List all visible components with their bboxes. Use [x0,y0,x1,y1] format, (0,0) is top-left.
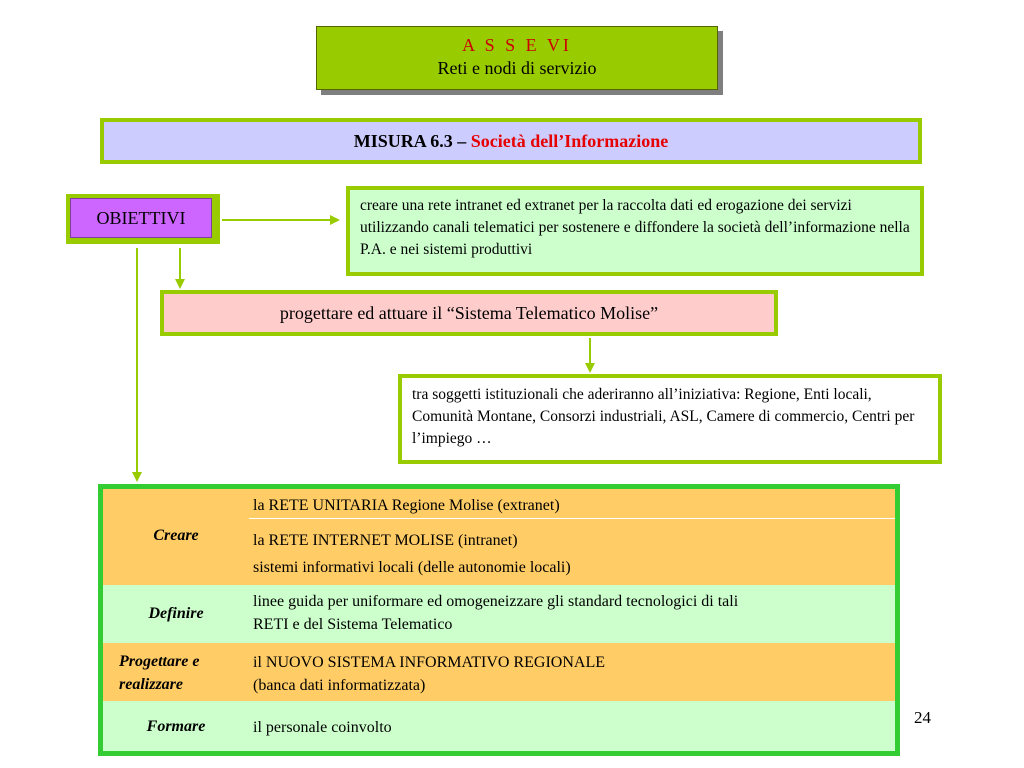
objective-description-box: creare una rete intranet ed extranet per… [346,186,924,276]
verb-formare: Formare [146,718,206,735]
title-axis: A S S E VI [462,35,572,55]
title-subtitle: Reti e nodi di servizio [437,58,597,78]
definire-line-2: RETI e del Sistema Telematico [253,616,453,633]
progettare-line-2: (banca dati informatizzata) [253,677,426,694]
table-row-progettare: Progettare e realizzare il NUOVO SISTEMA… [103,643,895,701]
actions-table: Creare la RETE UNITARIA Regione Molise (… [98,484,900,756]
obiettivi-box: OBIETTIVI [70,198,212,238]
creare-item-2: la RETE INTERNET MOLISE (intranet) [253,532,518,549]
verb-definire: Definire [148,605,204,622]
definire-line-1: linee guida per uniformare ed omogeneizz… [253,593,739,610]
page-number: 24 [914,708,931,727]
table-row-definire: Definire linee guida per uniformare ed o… [103,585,895,643]
progettare-line-1: il NUOVO SISTEMA INFORMATIVO REGIONALE [253,654,605,671]
verb-realizzare: realizzare [119,676,183,693]
misura-label: MISURA 6.3 [353,131,453,151]
formare-line-1: il personale coinvolto [253,719,392,736]
row-separator [249,518,895,519]
creare-item-1: la RETE UNITARIA Regione Molise (extrane… [253,497,560,514]
creare-item-3: sistemi informativi locali (delle autono… [253,559,571,576]
verb-progettare: Progettare e [119,653,200,670]
progettare-box: progettare ed attuare il “Sistema Telema… [160,290,778,336]
verb-creare: Creare [153,527,199,544]
table-row-creare: Creare la RETE UNITARIA Regione Molise (… [103,489,895,585]
misura-name: Società dell’Informazione [470,131,669,151]
title-box: A S S E VI Reti e nodi di servizio [316,26,718,90]
misura-dash: – [452,131,471,151]
soggetti-box: tra soggetti istituzionali che aderirann… [398,374,942,464]
misura-box: MISURA 6.3 – Società dell’Informazione [100,118,922,164]
table-row-formare: Formare il personale coinvolto [103,701,895,751]
